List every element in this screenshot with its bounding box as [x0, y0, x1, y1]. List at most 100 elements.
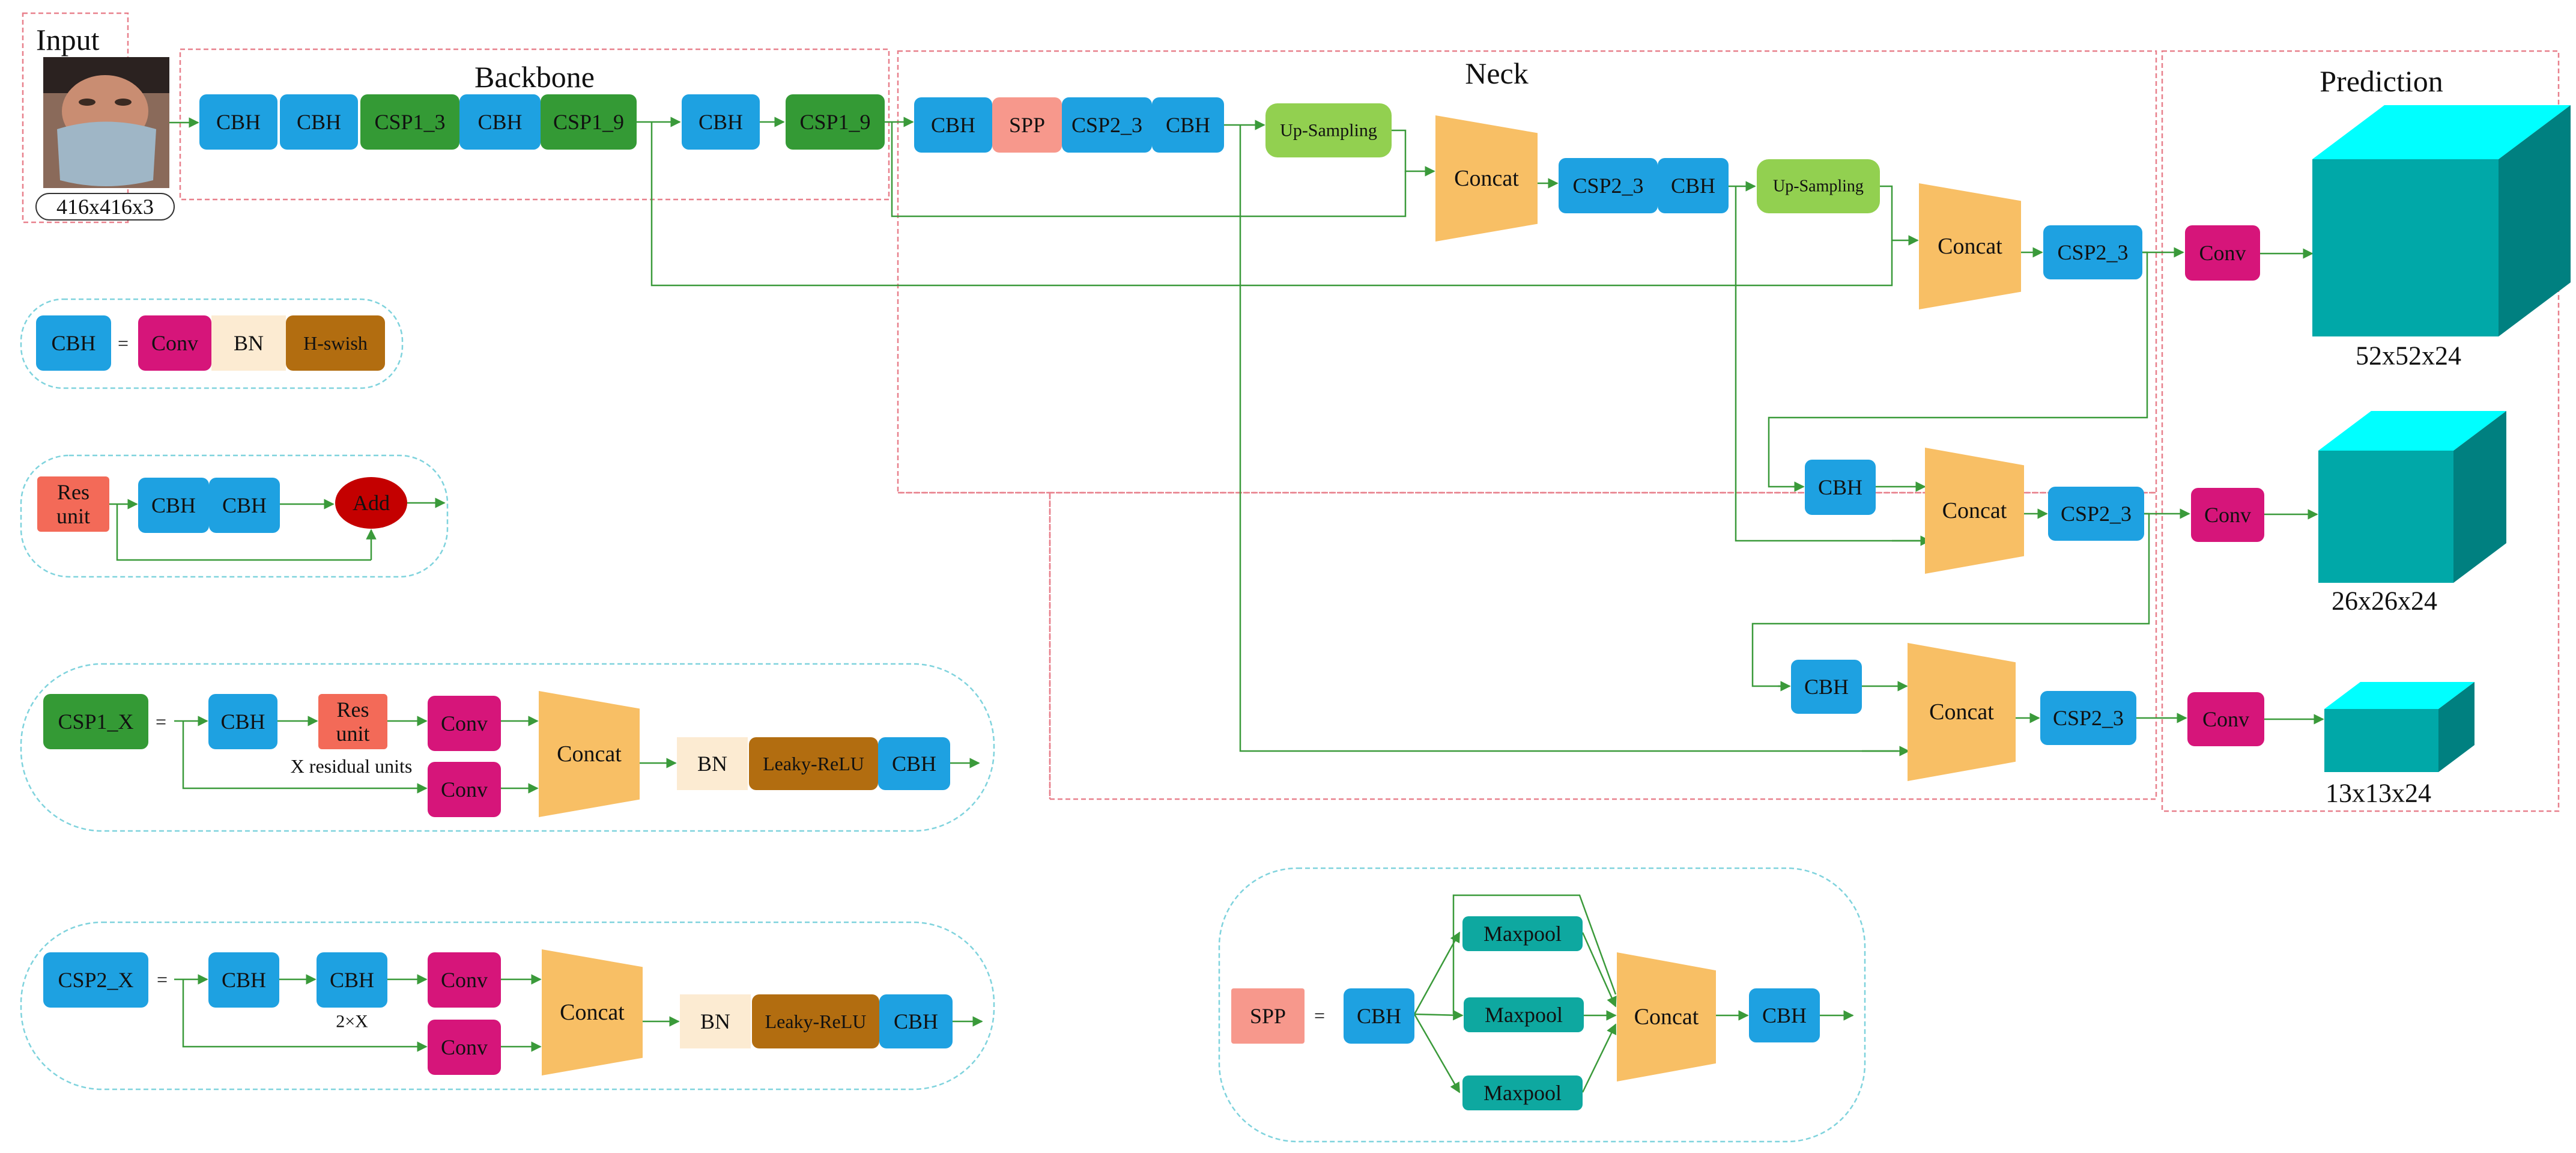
legend-csp2-cbh-2: CBH — [317, 952, 387, 1008]
backbone-cbh-1: CBH — [199, 94, 277, 150]
legend-csp2-conv-a-shape — [428, 952, 501, 1008]
legend-res-unit-label: Res — [57, 480, 89, 504]
legend-res-cbh-2-shape — [209, 478, 280, 533]
legend-spp-shape — [1231, 988, 1305, 1044]
legend-csp1-cbh-out-label: CBH — [892, 752, 936, 776]
backbone-csp1-9-a-shape — [541, 94, 637, 150]
legend-csp1-cbh-shape — [208, 694, 277, 749]
add-shape — [335, 477, 407, 529]
skip-spp-concat-bottom — [1239, 125, 1898, 752]
neck-csp2-3-d-shape — [2048, 487, 2144, 541]
backbone-cbh-3: CBH — [459, 94, 541, 150]
section-frames — [20, 12, 2560, 1143]
legend-csp2-conv-b-shape — [428, 1020, 501, 1075]
skip-backbone-concat1 — [891, 122, 1407, 218]
legend-equals: = — [1314, 1005, 1325, 1026]
legend-maxpool-2: Maxpool — [1464, 997, 1584, 1032]
connector — [182, 979, 423, 1048]
legend-csp2-leaky: Leaky-ReLU — [752, 994, 879, 1048]
legend-csp2-conv-b: Conv — [428, 1020, 501, 1075]
input-face-image — [43, 57, 169, 188]
neck-csp2-3-e-shape — [2040, 691, 2136, 745]
pred-conv-3: Conv — [2187, 692, 2264, 746]
input-frame — [22, 12, 129, 224]
legend-csp1-bn: BN — [677, 737, 748, 790]
backbone-cbh-2-label: CBH — [297, 110, 341, 134]
neck-concat-2: Concat — [1919, 183, 2021, 309]
legend-maxpool-1-label: Maxpool — [1483, 922, 1562, 946]
neck-spp: SPP — [992, 97, 1062, 153]
concat-label: Concat — [1942, 498, 2007, 523]
legend-csp1-conv-a-shape — [428, 696, 501, 751]
legend-spp-cbh-out: CBH — [1749, 988, 1820, 1042]
neck-upsampling-1-shape — [1265, 103, 1392, 157]
pred-conv-2-shape — [2191, 488, 2264, 542]
neck-csp2-3-e: CSP2_3 — [2040, 691, 2136, 745]
legend-conv-label: Conv — [151, 331, 198, 355]
arrow — [1392, 129, 1435, 177]
legend-res-cbh-1-label: CBH — [151, 493, 196, 517]
pred-conv-2: Conv — [2191, 488, 2264, 542]
neck-csp2-3-c-label: CSP2_3 — [2057, 240, 2128, 264]
backbone-csp1-3: CSP1_3 — [360, 94, 459, 150]
concat-shape — [542, 949, 643, 1075]
neck-csp2-3-a-shape — [1062, 97, 1152, 153]
legend-conv-shape — [138, 315, 211, 371]
connector — [116, 504, 371, 561]
csp1-legend-frame — [20, 663, 995, 832]
output-size-medium: 26x26x24 — [2332, 586, 2437, 616]
legend-equals: = — [156, 711, 166, 732]
neck-cbh-3: CBH — [1658, 158, 1729, 213]
legend-csp2-bn-label: BN — [700, 1009, 730, 1033]
legend-spp: SPP — [1231, 988, 1305, 1044]
legend-csp1-conv-a-label: Conv — [441, 711, 488, 735]
neck-csp2-3-a-label: CSP2_3 — [1071, 113, 1142, 137]
neck-cbh-3-shape — [1658, 158, 1729, 213]
backbone-csp1-9-a: CSP1_9 — [541, 94, 637, 150]
legend-csp2-leaky-label: Leaky-ReLU — [765, 1011, 867, 1032]
legend-csp1-conv-b: Conv — [428, 762, 501, 817]
connection-lines — [109, 117, 2324, 1094]
legend-csp1-bn-label: BN — [697, 752, 727, 776]
legend-csp2-cbh-1: CBH — [208, 952, 279, 1008]
legend-csp2-conv-a-label: Conv — [441, 968, 488, 992]
output-size-small: 13x13x24 — [2326, 779, 2431, 808]
legend-csp1x-shape — [43, 694, 148, 749]
legend-spp-cbh: CBH — [1344, 988, 1414, 1044]
legend-csp1x: CSP1_X — [43, 694, 148, 749]
legend-csp2-cbh-1-shape — [208, 952, 279, 1008]
output-cube-medium — [2318, 411, 2506, 583]
neck-cbh-mid-label: CBH — [1818, 475, 1862, 499]
legend-csp1-res-unit-label: unit — [336, 722, 369, 746]
backbone-cbh-4-shape — [682, 94, 760, 150]
legend-csp2-cbh-out-label: CBH — [894, 1009, 938, 1033]
legend-csp2x: CSP2_X — [43, 952, 148, 1008]
legend-csp1-conv-b-label: Conv — [441, 777, 488, 802]
legend-hswish-shape — [286, 315, 385, 371]
legend-csp1-cbh: CBH — [208, 694, 277, 749]
arrow — [1413, 1014, 1461, 1094]
legend-csp2-cbh-2-shape — [317, 952, 387, 1008]
legend-csp2-cbh-out: CBH — [879, 994, 953, 1048]
backbone-cbh-4: CBH — [682, 94, 760, 150]
cube-front — [2324, 709, 2438, 772]
legend-csp2-leaky-shape — [752, 994, 879, 1048]
concat-shape — [1617, 952, 1716, 1082]
legend-csp1-res-unit-label: Res — [337, 698, 369, 722]
legend-csp2-conv-b-label: Conv — [441, 1035, 488, 1059]
legend-maxpool-3-shape — [1462, 1075, 1583, 1110]
legend-conv: Conv — [138, 315, 211, 371]
neck-csp2-3-b-label: CSP2_3 — [1572, 174, 1643, 198]
legend-maxpool-3: Maxpool — [1462, 1075, 1583, 1110]
concat-label: Concat — [557, 741, 622, 767]
section-title-neck: Neck — [1465, 56, 1529, 90]
cube-front — [2318, 451, 2453, 583]
connector — [1452, 894, 1617, 1014]
neck-csp2-3-c: CSP2_3 — [2043, 225, 2142, 279]
output-cube-large — [2312, 105, 2571, 336]
legend-cbh-shape — [36, 315, 111, 371]
neck-upsampling-2: Up-Sampling — [1757, 159, 1880, 213]
input-size-label: 416x416x3 — [56, 195, 154, 219]
